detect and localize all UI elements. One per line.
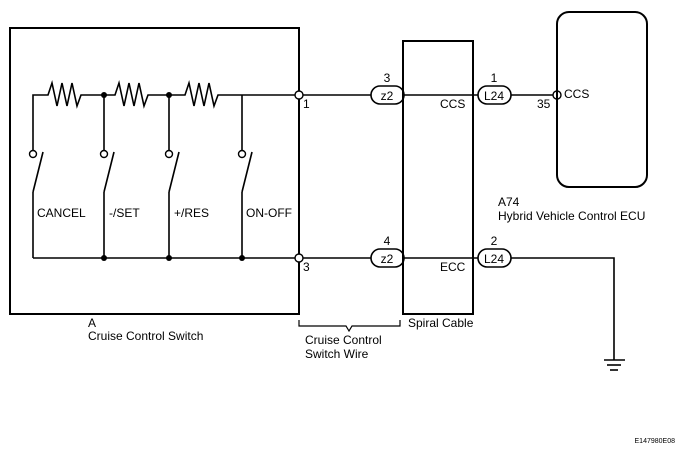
spiral-sig-bot: ECC — [440, 260, 466, 274]
ecu-ref: A74 — [498, 195, 520, 209]
connector-l24-top-name: L24 — [484, 89, 504, 103]
switch-title: Cruise Control Switch — [88, 329, 203, 343]
connector-z2-top-pin: 3 — [384, 71, 391, 85]
junction-bot-set — [101, 255, 107, 261]
spiral-title: Spiral Cable — [408, 316, 474, 330]
connector-l24-top-pin: 1 — [491, 71, 498, 85]
switch-label-set: -/SET — [109, 206, 140, 220]
ecu-sig: CCS — [564, 87, 589, 101]
junction-bot-onoff — [239, 255, 245, 261]
switch-res-upper-contact — [164, 149, 174, 159]
junction-top-res — [166, 92, 172, 98]
switch-res-blade — [168, 151, 180, 193]
spiral-sig-top: CCS — [440, 97, 465, 111]
connector-l24-bot-pin: 2 — [491, 234, 498, 248]
junction-bot-res — [166, 255, 172, 261]
switch-label-cancel: CANCEL — [37, 206, 86, 220]
wire-bracket — [298, 320, 401, 333]
resistor-ladder — [32, 79, 299, 132]
connector-l24-bot-name: L24 — [484, 252, 504, 266]
switch-pin-1-label: 1 — [303, 97, 310, 111]
connector-z2-bot-name: z2 — [381, 252, 394, 266]
connector-z2-bot-pin: 4 — [384, 234, 391, 248]
ecu-box — [556, 11, 648, 188]
switch-terminal-1 — [294, 90, 304, 100]
switch-set-upper-contact — [99, 149, 109, 159]
ground-wire — [511, 257, 615, 360]
switch-cancel-upper-contact — [28, 149, 38, 159]
switch-set-blade — [103, 151, 115, 193]
ecu-title: Hybrid Vehicle Control ECU — [498, 209, 645, 223]
figure-code: E147980E08 — [635, 438, 676, 445]
switch-pin-3-label: 3 — [303, 260, 310, 274]
switch-ref: A — [88, 316, 96, 330]
spiral-cable-box — [402, 40, 474, 315]
ground-icon — [604, 359, 625, 371]
wire-title-line2: Switch Wire — [305, 347, 369, 361]
switch-onoff-blade — [241, 151, 253, 193]
switch-label-onoff: ON-OFF — [246, 206, 292, 220]
junction-top-set — [101, 92, 107, 98]
ecu-pin: 35 — [537, 97, 551, 111]
switch-terminal-3 — [294, 253, 304, 263]
switch-cancel-blade — [32, 151, 44, 193]
wire-title-line1: Cruise Control — [305, 333, 382, 347]
connector-z2-top-name: z2 — [381, 89, 394, 103]
switch-box — [9, 27, 300, 315]
switch-label-res: +/RES — [174, 206, 209, 220]
switch-onoff-upper-contact — [237, 149, 247, 159]
